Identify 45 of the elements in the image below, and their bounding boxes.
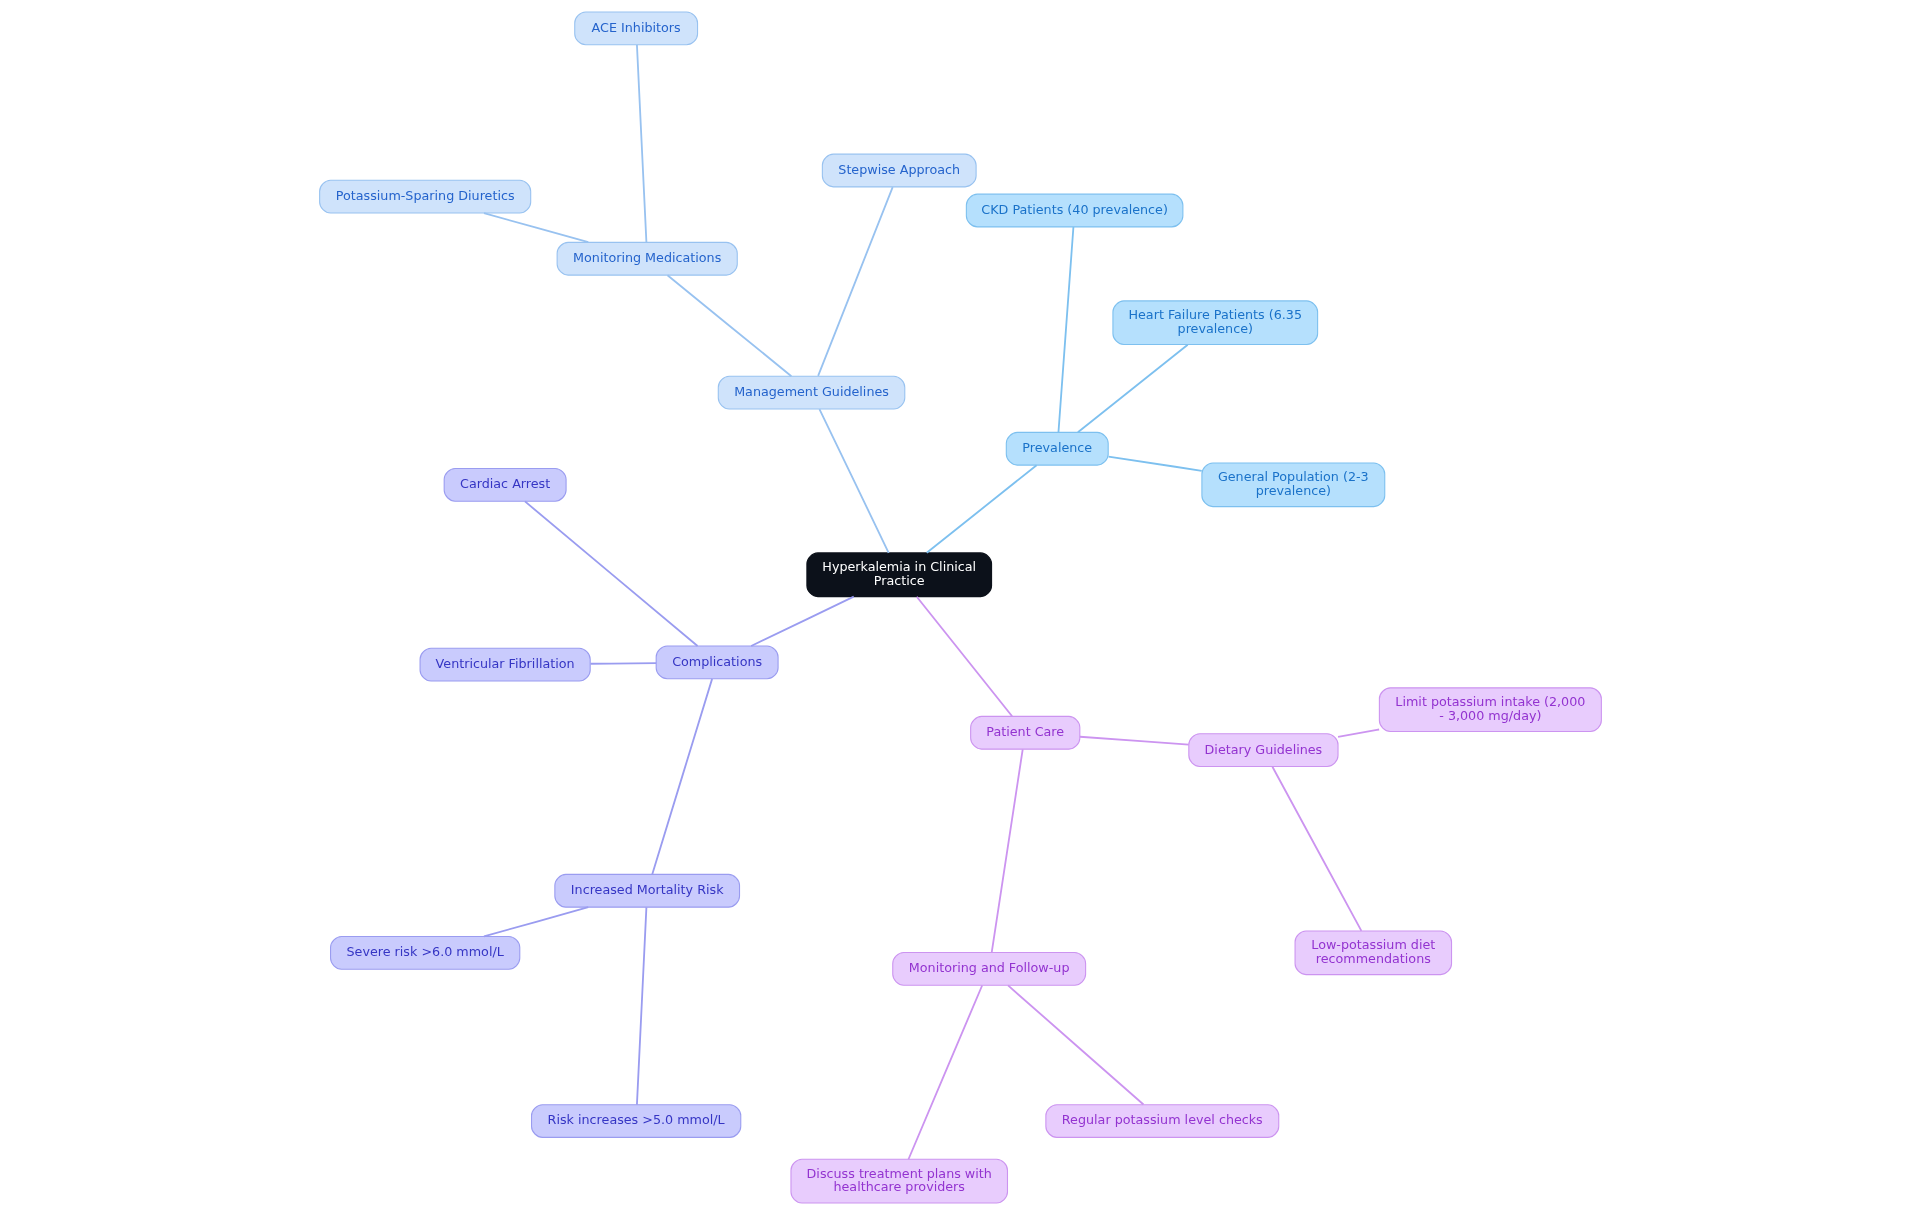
node-box: Monitoring Medications	[556, 241, 738, 276]
connector	[666, 274, 792, 378]
node-box: Stepwise Approach	[821, 153, 977, 188]
node-box: Potassium-Sparing Diuretics	[318, 179, 531, 214]
node-box: Increased Mortality Risk	[553, 873, 740, 908]
connector	[1057, 226, 1074, 433]
connector	[915, 595, 1013, 718]
connector	[749, 595, 855, 647]
connector	[1076, 343, 1189, 434]
node-box: Severe risk >6.0 mmol/L	[329, 935, 520, 970]
node-box: Prevalence	[1005, 431, 1109, 466]
node-box: CKD Patients (40 prevalence)	[965, 193, 1183, 228]
node-box: Complications	[655, 645, 779, 680]
node-box: Monitoring and Follow-up	[891, 951, 1086, 986]
node-box: General Population (2-3 prevalence)	[1200, 462, 1385, 508]
node-box: Limit potassium intake (2,000 - 3,000 mg/day)	[1378, 687, 1602, 733]
connector	[482, 906, 589, 938]
node-box: Ventricular Fibrillation	[419, 647, 591, 682]
connector	[1271, 765, 1362, 932]
node-box: Low-potassium diet recommendations	[1294, 930, 1452, 976]
connector	[635, 906, 647, 1106]
node-box: Discuss treatment plans with healthcare providers	[789, 1158, 1008, 1204]
connector	[523, 500, 698, 647]
connector	[925, 464, 1037, 554]
node-box: Regular potassium level checks	[1044, 1104, 1279, 1138]
node-box: Hyperkalemia in Clinical Practice	[805, 552, 992, 598]
connector	[907, 984, 983, 1161]
connector	[635, 43, 647, 244]
node-box: Dietary Guidelines	[1187, 733, 1339, 768]
connector	[482, 212, 589, 244]
connector	[990, 748, 1024, 954]
connector	[650, 677, 713, 876]
node-box: Management Guidelines	[717, 375, 905, 410]
connector	[1336, 728, 1380, 738]
connector	[1107, 455, 1203, 472]
connector	[816, 186, 894, 377]
node-box: ACE Inhibitors	[573, 11, 698, 46]
connector	[1078, 735, 1190, 746]
connector	[589, 662, 657, 665]
connector	[818, 408, 890, 554]
connector	[1006, 984, 1144, 1106]
node-box: Cardiac Arrest	[443, 467, 567, 502]
node-box: Heart Failure Patients (6.35 prevalence)	[1111, 300, 1318, 346]
node-box: Patient Care	[969, 715, 1080, 750]
node-box: Risk increases >5.0 mmol/L	[530, 1104, 741, 1138]
